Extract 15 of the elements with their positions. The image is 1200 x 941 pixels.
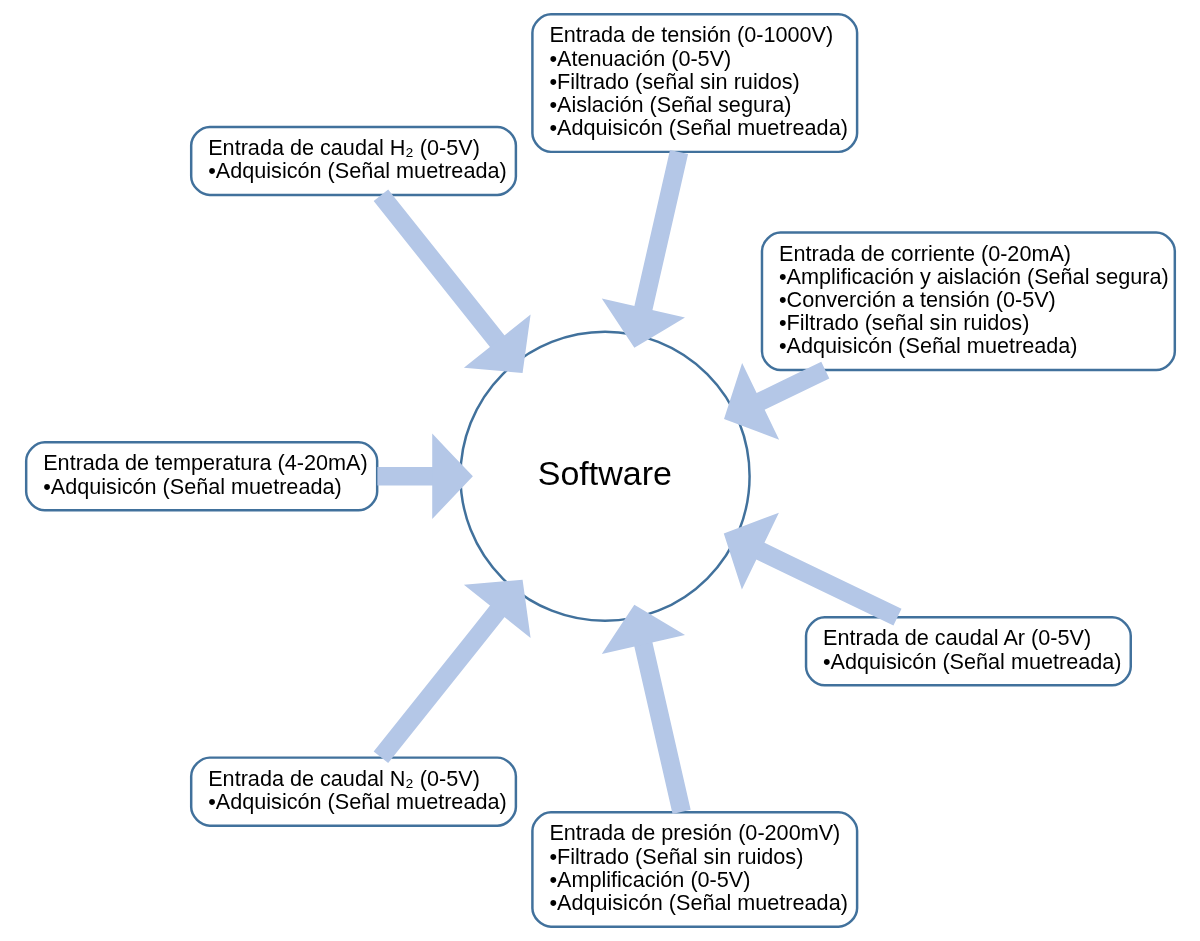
arrow xyxy=(373,189,531,373)
node-box: Entrada de presión (0-200mV) •Filtrado (Señal sin ruidos) •Amplificación (0-5V) •Adquisicón (Señal muetreada) xyxy=(530,811,858,928)
node-box: Entrada de corriente (0-20mA) •Amplificación y aislación (Señal segura) •Converción a tensión (0-5V) •Filtrado (señal sin ruidos) •Adquisicón (Señal muetreada) xyxy=(760,231,1176,372)
node-box: Entrada de tensión (0-1000V) •Atenuación (0-5V) •Filtrado (señal sin ruidos) •Aislación (Señal segura) •Adquisicón (Señal muetreada) xyxy=(530,13,858,154)
arrow xyxy=(723,512,901,626)
node-box: Entrada de temperatura (4-20mA) •Adquisicón (Señal muetreada) xyxy=(24,441,378,512)
arrow xyxy=(373,579,531,764)
arrow xyxy=(601,604,691,814)
arrow xyxy=(723,361,829,440)
node-box: Entrada de caudal N₂ (0-5V) •Adquisicón (Señal muetreada) xyxy=(189,756,517,827)
node-circle: Software xyxy=(458,330,751,623)
node-box: Entrada de caudal H₂ (0-5V) •Adquisicón (Señal muetreada) xyxy=(189,125,517,197)
arrow xyxy=(601,149,688,348)
node-box: Entrada de caudal Ar (0-5V) •Adquisicón (Señal muetreada) xyxy=(804,616,1132,687)
arrow xyxy=(376,433,473,519)
